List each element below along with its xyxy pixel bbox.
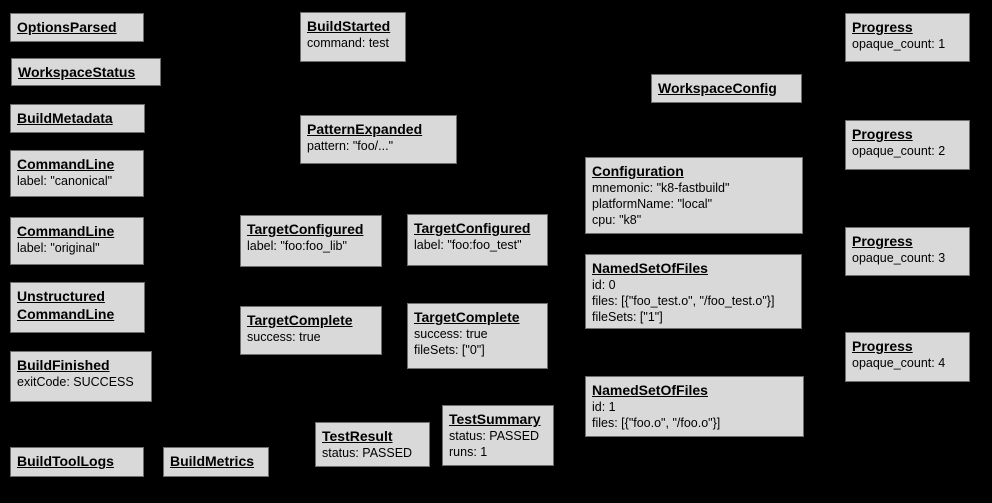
named-set-of-files-0-box: NamedSetOfFiles id: 0 files: [{"foo_test.o… [585,254,802,329]
workspace-config-box: WorkspaceConfig [651,74,802,103]
options-parsed-box: OptionsParsed [10,13,144,42]
pattern-expanded-box: PatternExpanded pattern: "foo/..." [300,115,457,164]
event-detail: opaque_count: 3 [852,251,946,265]
event-title: TargetConfigured [247,221,364,237]
unstructured-command-line-box: Unstructured CommandLine [10,282,145,333]
event-detail: exitCode: SUCCESS [17,375,134,389]
event-detail: fileSets: ["0"] [414,343,485,357]
build-started-box: BuildStarted command: test [300,12,406,62]
event-title: CommandLine [17,223,115,239]
event-detail: runs: 1 [449,445,488,459]
event-detail: label: "foo:foo_test" [414,238,522,252]
command-line-original-box: CommandLine label: "original" [10,217,144,265]
event-detail: platformName: "local" [592,197,713,211]
event-detail: label: "original" [17,241,100,255]
event-title: TargetComplete [414,309,520,325]
progress-4-box: Progress opaque_count: 4 [845,332,970,382]
configuration-box: Configuration mnemonic: "k8-fastbuild" pla… [585,157,803,234]
target-configured-foo-lib-box: TargetConfigured label: "foo:foo_lib" [240,215,382,267]
test-result-box: TestResult status: PASSED [315,422,430,467]
event-title: PatternExpanded [307,121,423,137]
progress-1-box: Progress opaque_count: 1 [845,13,970,62]
event-detail: opaque_count: 2 [852,144,946,158]
event-detail: files: [{"foo_test.o", "/foo_test.o"}] [592,294,775,308]
event-title: BuildFinished [17,357,110,373]
event-detail: label: "canonical" [17,174,113,188]
command-line-canonical-box: CommandLine label: "canonical" [10,150,144,197]
event-detail: success: true [247,330,321,344]
progress-2-box: Progress opaque_count: 2 [845,120,970,170]
event-title: TargetConfigured [414,220,531,236]
event-title: BuildToolLogs [17,453,114,469]
event-title: OptionsParsed [17,19,117,35]
event-detail: cpu: "k8" [592,213,642,227]
event-title: Configuration [592,163,684,179]
build-metadata-box: BuildMetadata [10,104,145,133]
named-set-of-files-1-box: NamedSetOfFiles id: 1 files: [{"foo.o", "/… [585,376,804,437]
event-title: TestSummary [449,411,541,427]
event-detail: pattern: "foo/..." [307,139,394,153]
target-complete-test-box: TargetComplete success: true fileSets: ["0… [407,303,548,369]
event-title: Progress [852,126,913,142]
event-title: TestResult [322,428,393,444]
event-detail: status: PASSED [449,429,540,443]
event-detail: command: test [307,36,389,50]
event-detail: files: [{"foo.o", "/foo.o"}] [592,416,721,430]
event-detail: id: 0 [592,278,616,292]
event-detail: status: PASSED [322,446,413,460]
event-title: CommandLine [17,156,115,172]
event-title: Progress [852,233,913,249]
test-summary-box: TestSummary status: PASSED runs: 1 [442,405,554,466]
event-title: Unstructured CommandLine [17,288,115,322]
event-title: NamedSetOfFiles [592,260,708,276]
event-detail: label: "foo:foo_lib" [247,239,347,253]
event-detail: success: true [414,327,488,341]
event-title: Progress [852,338,913,354]
event-title: WorkspaceConfig [658,80,777,96]
build-metrics-box: BuildMetrics [163,447,269,477]
event-title: BuildStarted [307,18,391,34]
workspace-status-box: WorkspaceStatus [11,58,161,86]
event-title: NamedSetOfFiles [592,382,708,398]
target-complete-lib-box: TargetComplete success: true [240,306,382,355]
build-tool-logs-box: BuildToolLogs [10,447,144,477]
event-detail: id: 1 [592,400,616,414]
event-title: Progress [852,19,913,35]
build-finished-box: BuildFinished exitCode: SUCCESS [10,351,152,402]
event-title: BuildMetadata [17,110,113,126]
target-configured-foo-test-box: TargetConfigured label: "foo:foo_test" [407,214,548,266]
event-detail: opaque_count: 4 [852,356,946,370]
progress-3-box: Progress opaque_count: 3 [845,227,970,276]
event-detail: fileSets: ["1"] [592,310,663,324]
event-title: TargetComplete [247,312,353,328]
event-title: WorkspaceStatus [18,64,136,80]
event-detail: opaque_count: 1 [852,37,946,51]
event-detail: mnemonic: "k8-fastbuild" [592,181,730,195]
event-title: BuildMetrics [170,453,255,469]
